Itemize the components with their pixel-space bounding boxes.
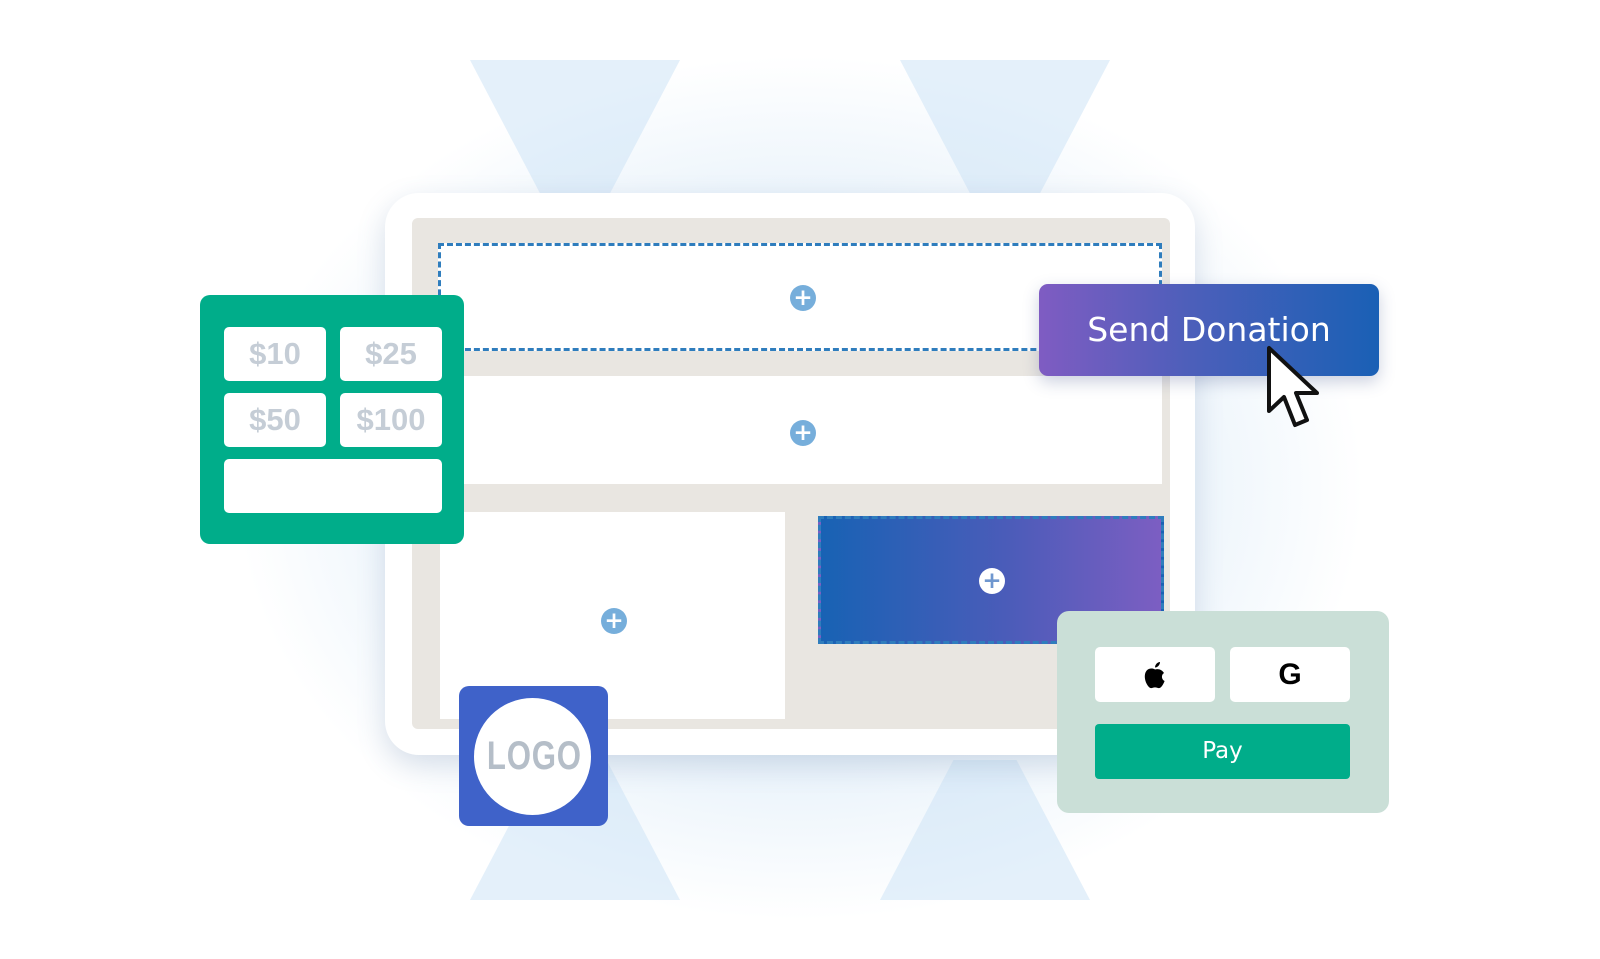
google-pay-button[interactable]: G [1230, 647, 1350, 702]
payment-widget: G Pay [1057, 611, 1389, 813]
donation-amount-widget: $10 $25 $50 $100 [200, 295, 464, 544]
amount-option-50[interactable]: $50 [224, 393, 326, 447]
add-header-block-icon[interactable]: + [790, 285, 816, 311]
logo-circle: LOGO [474, 698, 591, 815]
mouse-pointer-icon [1267, 346, 1319, 427]
pay-button[interactable]: Pay [1095, 724, 1350, 779]
amount-option-25[interactable]: $25 [340, 327, 442, 381]
apple-icon [1144, 662, 1165, 689]
logo-placeholder-text: LOGO [486, 734, 582, 778]
apple-pay-button[interactable] [1095, 647, 1215, 702]
add-content-block-icon[interactable]: + [790, 420, 816, 446]
send-donation-button[interactable]: Send Donation [1039, 284, 1379, 376]
amount-option-10[interactable]: $10 [224, 327, 326, 381]
add-button-block-icon[interactable]: + [979, 568, 1005, 594]
add-image-block-icon[interactable]: + [601, 608, 627, 634]
custom-amount-input[interactable] [224, 459, 442, 513]
google-icon: G [1278, 658, 1302, 691]
logo-widget: LOGO [459, 686, 608, 826]
amount-option-100[interactable]: $100 [340, 393, 442, 447]
